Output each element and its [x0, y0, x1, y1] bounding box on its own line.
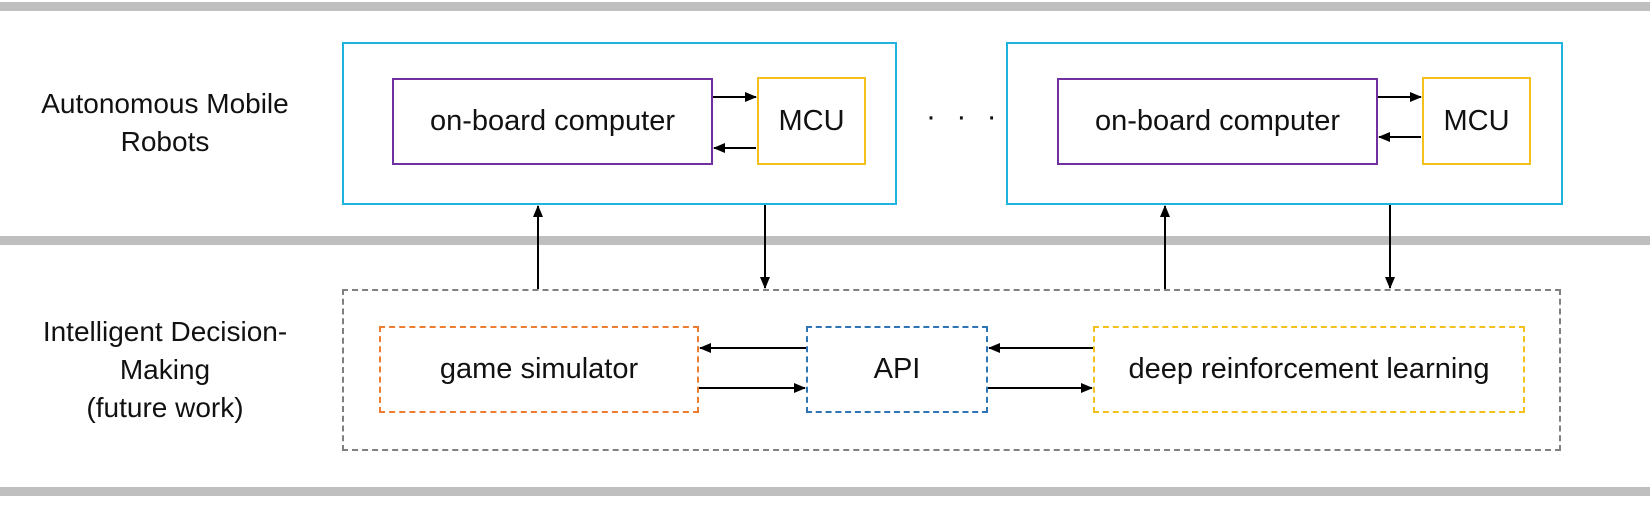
decision-label-line2: Making — [119, 354, 211, 385]
robot-unit-1 — [342, 42, 897, 205]
onboard-computer-1: on-board computer — [392, 78, 713, 165]
game-simulator: game simulator — [379, 326, 699, 413]
ellipsis: · · · — [926, 100, 1003, 133]
api-module: API — [806, 326, 988, 413]
decision-label-line3: (future work) — [86, 392, 244, 423]
robots-lane-label: Autonomous Mobile Robots — [0, 85, 330, 161]
mcu-2: MCU — [1422, 77, 1531, 165]
robot-unit-2 — [1006, 42, 1563, 205]
bottom-separator — [0, 487, 1650, 496]
middle-separator — [0, 236, 1650, 245]
decision-label-line1: Intelligent Decision- — [42, 316, 288, 347]
mcu-1: MCU — [757, 77, 866, 165]
robots-label-line1: Autonomous Mobile — [41, 88, 289, 119]
top-separator — [0, 2, 1650, 11]
onboard-computer-2: on-board computer — [1057, 78, 1378, 165]
deep-reinforcement-learning: deep reinforcement learning — [1093, 326, 1525, 413]
robots-label-line2: Robots — [120, 126, 210, 157]
decision-lane-label: Intelligent Decision- Making (future wor… — [0, 313, 330, 427]
decision-making-container — [342, 289, 1561, 451]
